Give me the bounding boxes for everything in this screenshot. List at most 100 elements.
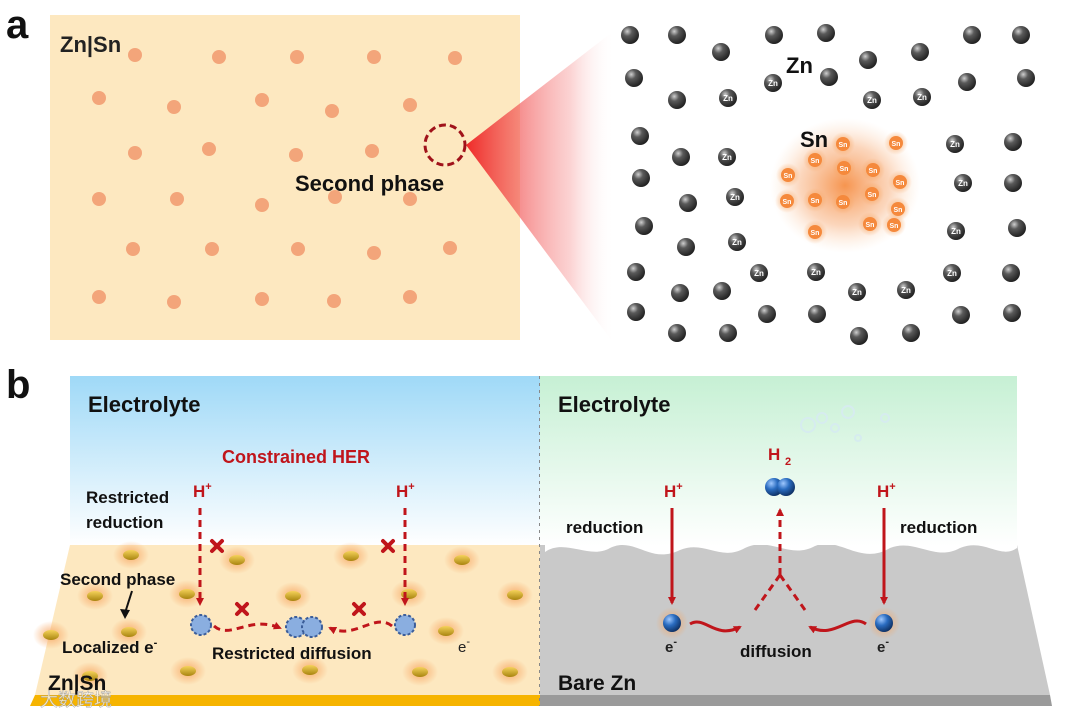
zn-atom bbox=[943, 264, 961, 282]
cross-mark-2 bbox=[381, 539, 395, 553]
bare-zn-substrate-edge bbox=[540, 695, 1052, 706]
restricted-ion bbox=[301, 616, 323, 638]
zn-atom bbox=[631, 127, 649, 145]
electron-1 bbox=[656, 607, 688, 639]
zn-atom bbox=[807, 263, 825, 281]
zn-atom-symbol: Zn bbox=[951, 227, 961, 236]
second-phase-particles bbox=[33, 541, 533, 690]
zn-atom bbox=[958, 73, 976, 91]
bubble-cluster bbox=[800, 405, 890, 442]
zn-atom-symbol: Zn bbox=[917, 93, 927, 102]
sn-atom bbox=[780, 194, 794, 208]
diffusion-arrow-right bbox=[808, 619, 867, 634]
zn-atom bbox=[911, 43, 929, 61]
h-plus-right-2: H+ bbox=[877, 481, 896, 501]
second-phase-dot bbox=[128, 48, 142, 62]
cross-mark-1 bbox=[210, 539, 224, 553]
second-phase-dot bbox=[289, 148, 303, 162]
zn-atom bbox=[1008, 219, 1026, 237]
second-phase-particle bbox=[179, 589, 195, 599]
second-phase-dot bbox=[403, 98, 417, 112]
zn-atom bbox=[719, 324, 737, 342]
second-phase-particle bbox=[43, 630, 59, 640]
localized-e-label: Localized e- bbox=[62, 637, 158, 657]
second-phase-dot bbox=[167, 295, 181, 309]
second-phase-particle bbox=[302, 665, 318, 675]
zn-atom bbox=[902, 324, 920, 342]
bare-zn-substrate bbox=[540, 545, 1050, 695]
second-phase-particle bbox=[438, 626, 454, 636]
e-minus-left: e- bbox=[458, 636, 470, 656]
h-plus-right-1: H+ bbox=[664, 481, 683, 501]
second-phase-dot bbox=[92, 290, 106, 304]
constrained-her-label: Constrained HER bbox=[222, 447, 370, 467]
zn-atom bbox=[1002, 264, 1020, 282]
second-phase-particle bbox=[229, 555, 245, 565]
zn-atom bbox=[1004, 174, 1022, 192]
cross-mark-3 bbox=[235, 602, 249, 616]
second-phase-particle bbox=[180, 666, 196, 676]
sn-atom bbox=[893, 175, 907, 189]
second-phase-dots bbox=[92, 48, 462, 309]
second-phase-particle bbox=[507, 590, 523, 600]
second-phase-particle bbox=[412, 667, 428, 677]
h-plus-left-2: H+ bbox=[396, 481, 415, 501]
zn-atom bbox=[718, 148, 736, 166]
reduction-label-left: reduction bbox=[566, 518, 643, 537]
sn-atom bbox=[836, 137, 850, 151]
second-phase-dot bbox=[170, 192, 184, 206]
second-phase-particle bbox=[502, 667, 518, 677]
alloy-label: Zn|Sn bbox=[60, 32, 121, 57]
reduction-label-right: reduction bbox=[900, 518, 977, 537]
second-phase-dot bbox=[205, 242, 219, 256]
second-phase-highlight bbox=[423, 123, 467, 167]
restricted-ion bbox=[190, 614, 212, 636]
zn-atom bbox=[672, 148, 690, 166]
second-phase-dot bbox=[128, 146, 142, 160]
second-phase-dot bbox=[328, 190, 342, 204]
sn-atom-symbol: Sn bbox=[896, 180, 905, 187]
sn-atom bbox=[781, 168, 795, 182]
sn-atom-symbol: Sn bbox=[839, 200, 848, 207]
second-phase-particle bbox=[454, 555, 470, 565]
zn-atom bbox=[726, 188, 744, 206]
second-phase-particle bbox=[121, 627, 137, 637]
diffusion-arrow-left bbox=[689, 620, 742, 634]
sn-atom bbox=[866, 163, 880, 177]
panel-b-right: Electrolyte H 2 H+ H+ reduction reductio… bbox=[540, 376, 1052, 706]
second-phase-dot bbox=[167, 100, 181, 114]
zn-atom bbox=[625, 69, 643, 87]
h2-label: H 2 bbox=[768, 445, 791, 468]
h2-label-h: H bbox=[768, 445, 780, 464]
sn-atom bbox=[865, 187, 879, 201]
second-phase-dot bbox=[212, 50, 226, 64]
zn-atom bbox=[848, 283, 866, 301]
second-phase-dot bbox=[291, 242, 305, 256]
zn-atom bbox=[635, 217, 653, 235]
zn-atom-symbol: Zn bbox=[950, 140, 960, 149]
second-phase-particle bbox=[285, 591, 301, 601]
second-phase-dot bbox=[202, 142, 216, 156]
second-phase-particle bbox=[82, 671, 98, 681]
h-plus-left-1: H+ bbox=[193, 481, 212, 501]
zn-atom bbox=[627, 303, 645, 321]
second-phase-particle bbox=[401, 589, 417, 599]
second-phase-dot bbox=[92, 192, 106, 206]
zn-atom bbox=[946, 135, 964, 153]
zn-atom bbox=[808, 305, 826, 323]
second-phase-pointer-head bbox=[120, 609, 130, 619]
sn-region-label: Sn bbox=[800, 127, 828, 152]
sn-atom-symbol: Sn bbox=[868, 192, 877, 199]
zn-atom bbox=[671, 284, 689, 302]
sn-atom-symbol: Sn bbox=[783, 199, 792, 206]
sn-atom-symbol: Sn bbox=[894, 207, 903, 214]
second-phase-dot bbox=[255, 292, 269, 306]
second-phase-b-label: Second phase bbox=[60, 570, 175, 589]
electrolyte-right bbox=[540, 376, 1017, 546]
zn-atom-symbol: Zn bbox=[901, 286, 911, 295]
panel-b-left: Electrolyte Constrained HER Restricted r… bbox=[30, 376, 540, 706]
panel-b: b Electrolyte Constrained HER Restricted… bbox=[6, 363, 1052, 710]
